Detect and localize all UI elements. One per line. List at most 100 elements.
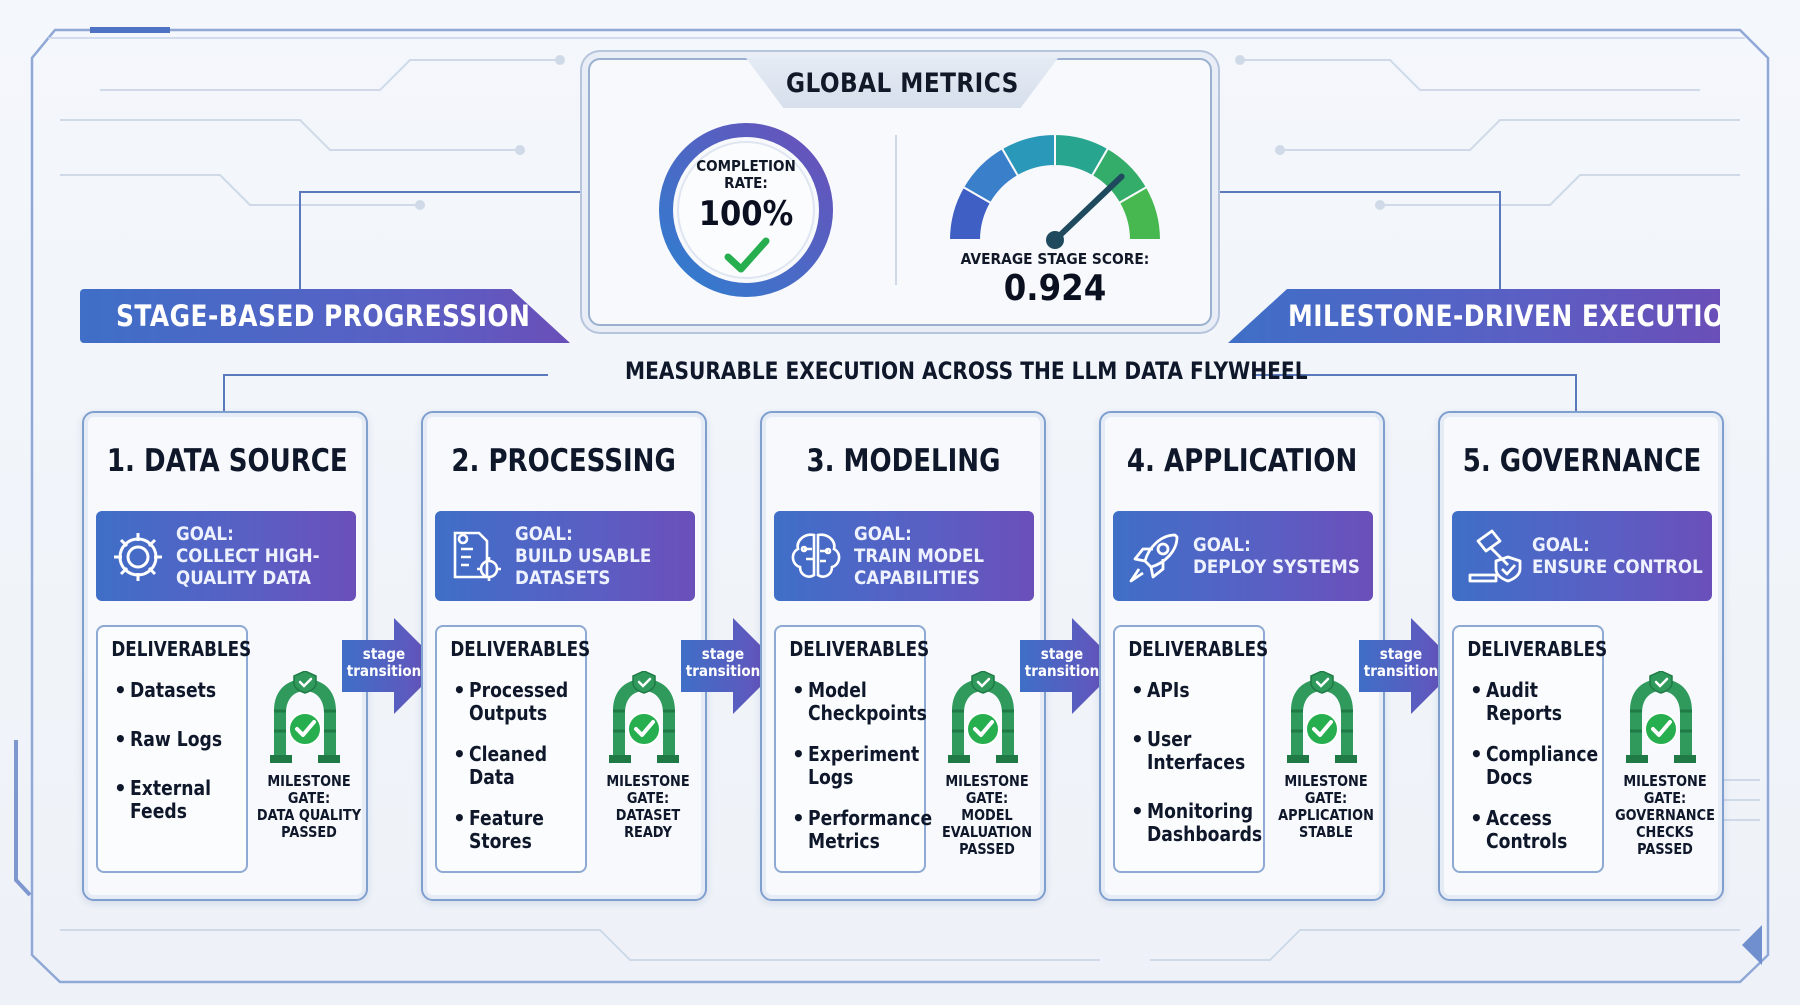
goal-line: ENSURE CONTROL [1532,556,1703,578]
gate-line: MILESTONE [1284,772,1368,790]
gauge-hub [1046,231,1064,249]
gate-line: MODEL [961,806,1013,824]
goal-line: GOAL: [1532,534,1590,556]
gate-line: MILESTONE [606,772,690,790]
stage-goal-text: GOAL:COLLECT HIGH-QUALITY DATA [176,511,366,601]
stage-title: 3. MODELING [762,443,1044,479]
completion-ring-arc [659,123,833,297]
score-label: AVERAGE STAGE SCORE: [960,250,1150,268]
deliverable-line: Docs [1486,765,1533,789]
gate-line: APPLICATION [1278,806,1374,824]
score-gauge [947,132,1163,249]
deliverable-line: Data [469,765,515,789]
gate-line: MILESTONE [1623,772,1707,790]
transition-line2: transition [346,662,422,680]
goal-line: GOAL: [854,523,912,545]
goal-line: COLLECT HIGH- [176,545,320,567]
gear-icon [114,533,162,581]
gate-line: EVALUATION [941,823,1033,841]
gate-line: READY [624,823,672,841]
milestone-gate-icon [603,670,685,763]
goal-line: DATASETS [515,567,611,589]
deliverable-line: Processed [469,678,569,702]
deliverable-line: Feeds [130,799,187,823]
brain-icon [791,533,841,578]
deliverable-line: External [130,776,211,800]
deliverables-box: DELIVERABLESDatasetsRaw LogsExternalFeed… [96,625,251,873]
arrow-right-icon [681,618,781,714]
goal-line: GOAL: [515,523,573,545]
global-metrics-header: GLOBAL METRICS [746,58,1058,108]
stage-title-text: 5. GOVERNANCE [1462,443,1702,479]
deliverable-line: Model [808,678,867,702]
stage-goal-text: GOAL:ENSURE CONTROL [1532,511,1722,601]
checkmark-icon [724,237,770,273]
deliverable-line: Feature [469,806,544,830]
deliverable-line: Access [1486,806,1552,830]
deliverable-line: Monitoring [1147,799,1254,823]
metrics-divider [895,135,897,285]
goal-line: TRAIN MODEL [854,545,985,567]
deliverable-line: User [1147,727,1192,751]
deliverables-heading: DELIVERABLES [1454,637,1607,661]
deliverables-list: ProcessedOutputsCleanedDataFeatureStores [453,679,581,871]
deliverable-line: Experiment [808,742,920,766]
deliverables-heading: DELIVERABLES [1115,637,1268,661]
transition-line2: transition [1024,662,1100,680]
arrow-right-icon [342,618,442,714]
goal-line: GOAL: [1193,534,1251,556]
deliverable-line: Controls [1486,829,1568,853]
goal-line: DEPLOY SYSTEMS [1193,556,1360,578]
list-item: APIs [1131,679,1259,703]
gate-line: PASSED [959,840,1015,858]
rocket-icon [1129,533,1179,583]
deliverables-list: AuditReportsComplianceDocsAccessControls [1470,679,1598,871]
transition-line1: stage [362,645,406,663]
goal-line: CAPABILITIES [854,567,980,589]
flywheel-subtitle-text: MEASURABLE EXECUTION ACROSS THE LLM DATA… [625,357,1308,385]
gavel-shield-icon [1468,529,1522,583]
stage-title: 2. PROCESSING [423,443,705,479]
completion-value: 100% [698,194,794,234]
transition-line1: stage [1040,645,1084,663]
deliverables-heading: DELIVERABLES [776,637,929,661]
deliverables-list: APIsUserInterfacesMonitoringDashboards [1131,679,1262,872]
document-gear-icon [453,531,501,581]
gate-line: PASSED [281,823,337,841]
deliverable-line: Audit [1486,678,1538,702]
deliverables-heading: DELIVERABLES [437,637,590,661]
gate-line: CHECKS [1636,823,1694,841]
transition-line1: stage [1379,645,1423,663]
deliverable-line: Cleaned [469,742,548,766]
deliverables-box: DELIVERABLESAuditReportsComplianceDocsAc… [1452,625,1607,873]
deliverable-line: Datasets [130,678,217,702]
completion-label-line1: COMPLETION [696,157,796,175]
deliverables-heading-text: DELIVERABLES [1128,637,1269,661]
stage-goal-text: GOAL:DEPLOY SYSTEMS [1193,511,1383,601]
completion-text: COMPLETION RATE: 100% [656,157,836,235]
transition-line2: transition [1363,662,1439,680]
stage-title-text: 1. DATA SOURCE [106,443,348,479]
deliverables-box: DELIVERABLES ProcessedOutputsCleanedDataF… [435,625,590,873]
stage-title: 5. GOVERNANCE [1440,443,1722,479]
